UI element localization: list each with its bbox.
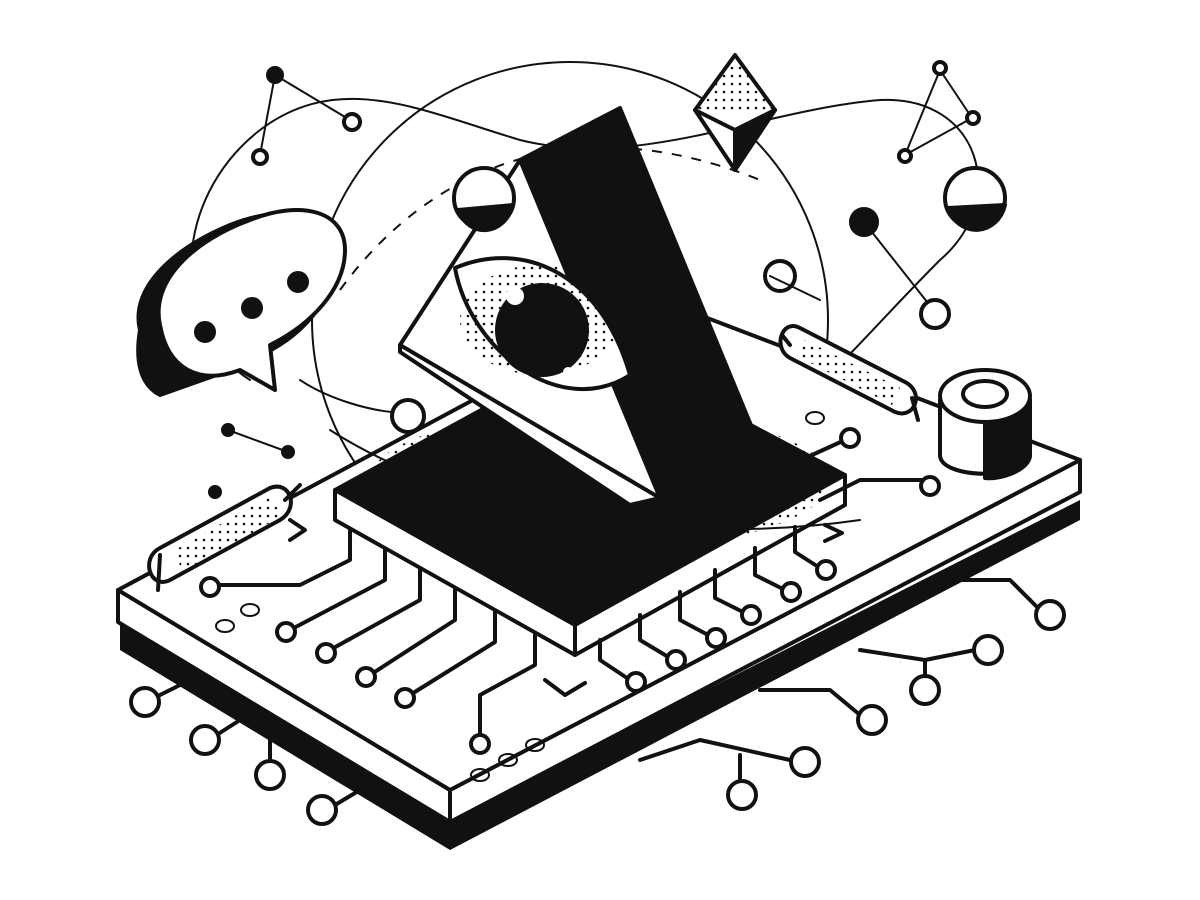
floating-spheres bbox=[390, 166, 1007, 434]
wire bbox=[299, 275, 821, 413]
sphere-tangent bbox=[329, 429, 861, 531]
orbit-line bbox=[190, 97, 980, 421]
board-vias bbox=[215, 411, 825, 782]
under-traces bbox=[129, 578, 1066, 826]
resistor-icon bbox=[147, 324, 920, 592]
chat-bubble-icon bbox=[136, 208, 347, 397]
eye-icon bbox=[453, 256, 632, 392]
sphere-dashed-arc bbox=[339, 146, 761, 291]
network-node-icon bbox=[208, 60, 981, 499]
diamond-icon bbox=[693, 53, 777, 172]
capacitor-icon bbox=[938, 368, 1032, 481]
